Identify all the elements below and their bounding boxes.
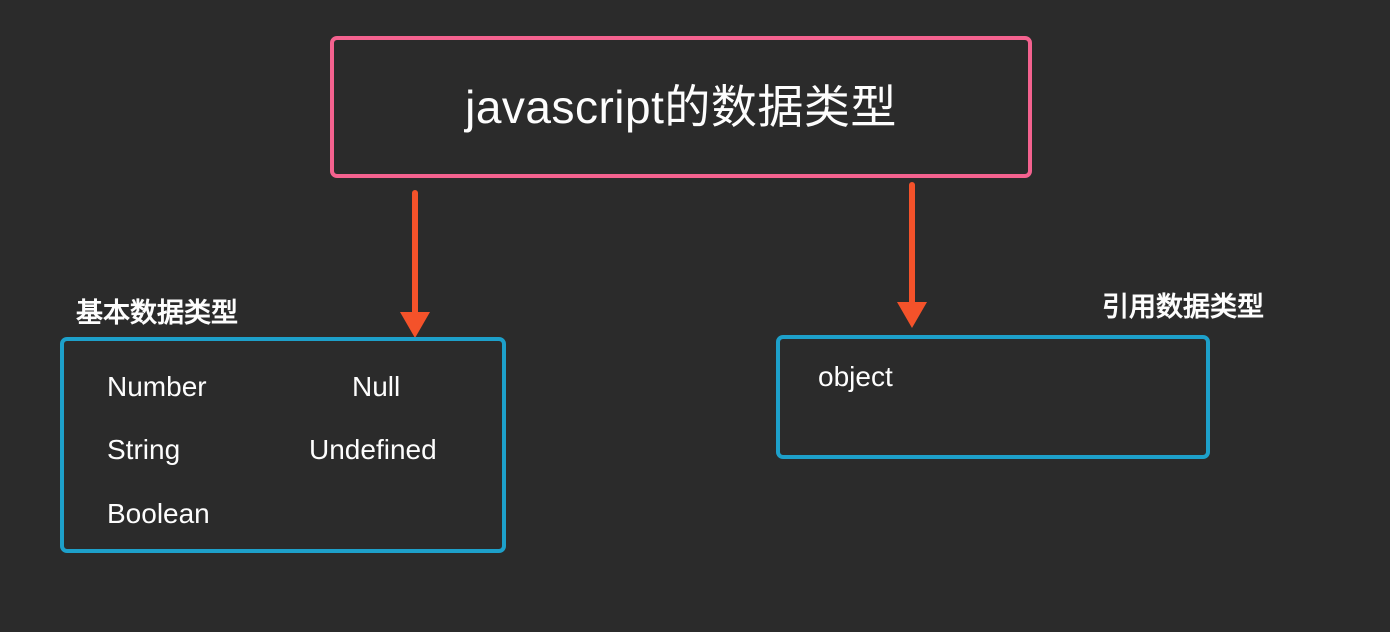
type-item-boolean: Boolean (107, 498, 210, 529)
page-title: javascript的数据类型 (465, 81, 897, 133)
type-item-number: Number (107, 371, 207, 402)
type-item-string: String (107, 434, 181, 465)
arrow-to-primitive-types (400, 190, 430, 338)
primitive-types-label: 基本数据类型 (76, 298, 238, 328)
type-item-null: Null (352, 371, 401, 402)
type-item-object: object (818, 361, 893, 392)
primitive-types-box: Number String Boolean Null Undefined (60, 337, 506, 553)
reference-types-box: object (776, 335, 1210, 459)
type-item-undefined: Undefined (309, 434, 437, 465)
arrow-to-reference-types (897, 182, 927, 328)
title-box: javascript的数据类型 (330, 36, 1032, 178)
reference-types-label: 引用数据类型 (1102, 292, 1264, 322)
